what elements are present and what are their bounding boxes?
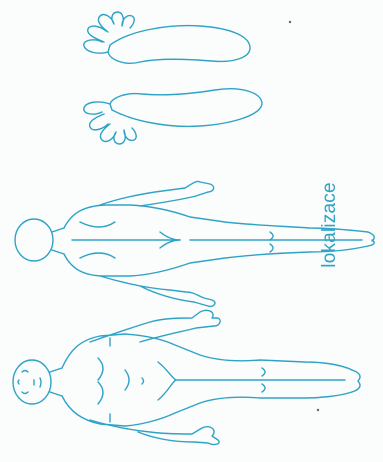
front-torso-upper xyxy=(62,334,352,370)
speck xyxy=(317,409,319,411)
front-face-features xyxy=(18,371,41,394)
right-foot-toes xyxy=(84,102,136,144)
front-arm-upper xyxy=(90,310,220,342)
back-arm-upper xyxy=(100,181,214,206)
front-chest xyxy=(98,338,144,422)
speck xyxy=(289,21,291,23)
front-neck xyxy=(50,368,62,396)
front-arm-lower xyxy=(90,420,219,444)
back-feet xyxy=(368,232,374,246)
right-foot-sole xyxy=(110,89,262,127)
back-neck xyxy=(52,228,64,254)
front-torso-lower xyxy=(62,392,352,426)
back-arm-lower xyxy=(100,276,215,306)
front-groin xyxy=(158,362,176,400)
front-feet xyxy=(352,370,360,392)
left-foot-sole xyxy=(108,26,250,64)
front-body-outline xyxy=(13,310,360,444)
foot-soles xyxy=(84,12,262,144)
back-head xyxy=(15,219,53,261)
caption-label: lokalizace xyxy=(319,182,341,267)
back-knees xyxy=(270,232,273,252)
